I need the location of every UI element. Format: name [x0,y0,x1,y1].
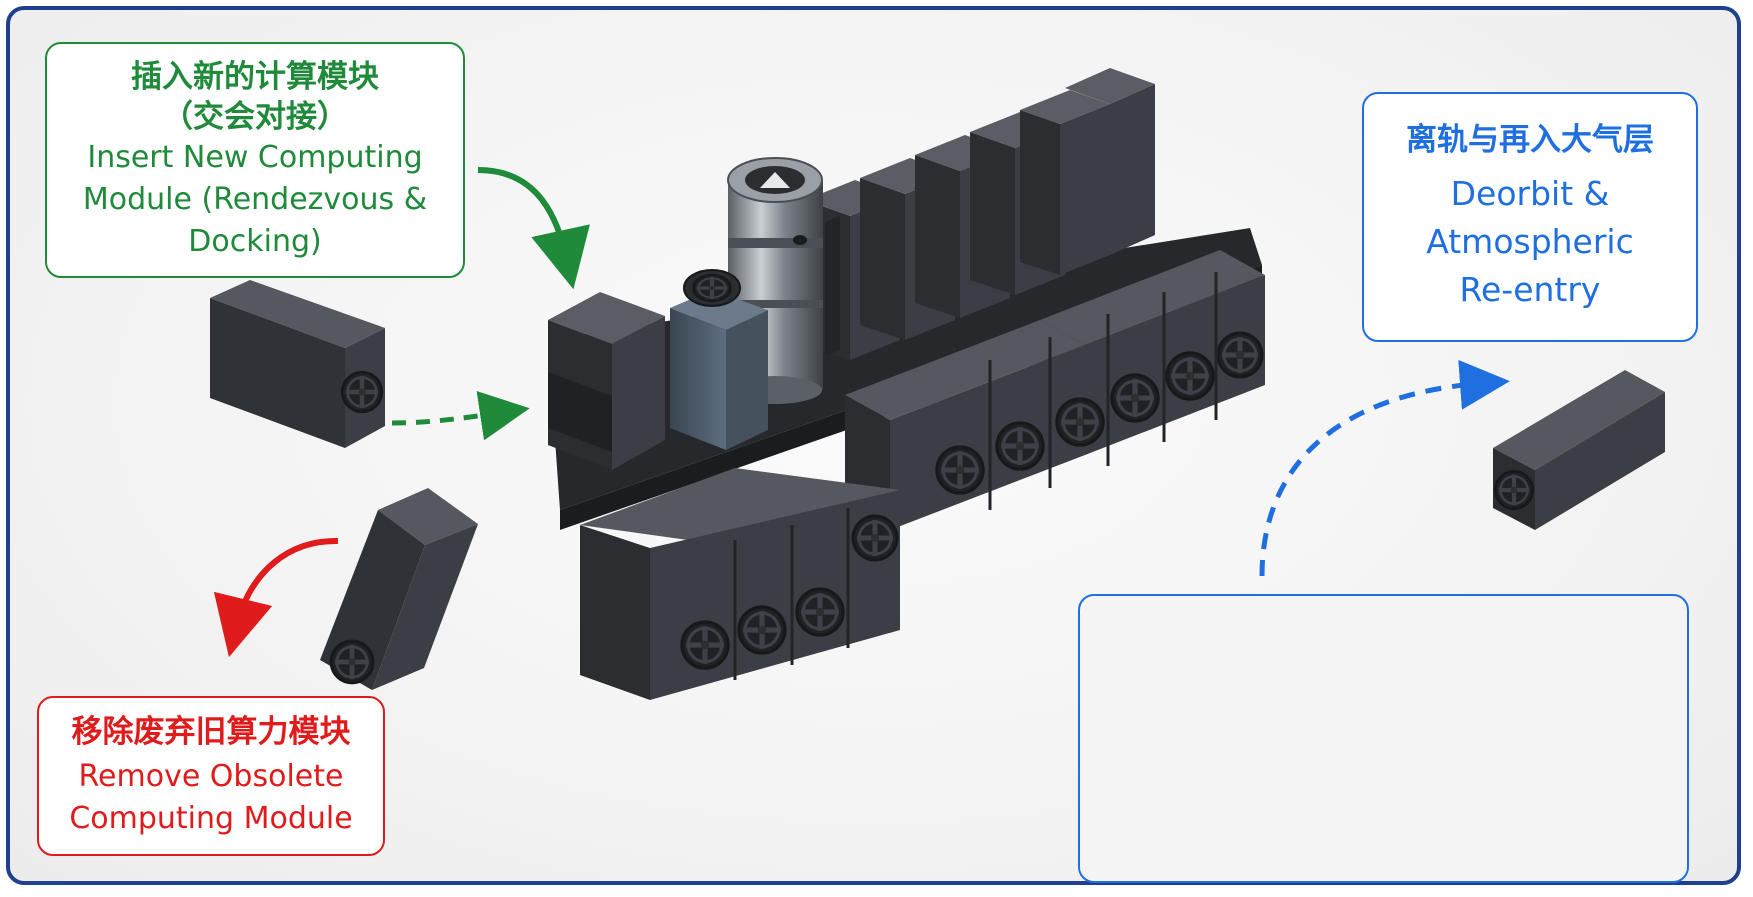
right-row-modules [845,250,1265,530]
deorbit-title-zh: 离轨与再入大气层 [1406,122,1654,158]
insert-title-en-3: Docking) [188,224,322,259]
insert-curve-arrow [477,167,590,290]
remove-title-en-2: Computing Module [69,801,353,836]
deorbit-title-en-1: Deorbit & [1450,174,1610,213]
remove-title-zh: 移除废弃旧算力模块 [71,714,351,750]
left-block [548,292,665,470]
new-module [210,280,385,448]
inset-panel [1078,594,1689,883]
insert-subtitle-zh: （交会对接） [162,99,348,135]
main-station [548,68,1265,700]
deorbit-label: 离轨与再入大气层 Deorbit & Atmospheric Re-entry [1362,92,1698,342]
insert-title-en-2: Module (Rendezvous & [82,182,428,217]
deorbiting-module [1493,370,1665,530]
remove-curve-arrow [213,537,339,658]
back-row-modules [805,68,1155,360]
insert-dashed-arrow [391,390,530,441]
remove-title-en-1: Remove Obsolete [78,759,344,794]
remove-module-label: 移除废弃旧算力模块 Remove Obsolete Computing Modu… [37,696,385,856]
deorbit-title-en-2: Atmospheric [1426,222,1634,261]
insert-title-en-1: Insert New Computing [87,140,423,175]
insert-title-zh: 插入新的计算模块 [131,59,379,95]
docking-port [670,269,768,450]
deorbit-dashed-arrow [1259,359,1510,577]
deorbit-title-en-3: Re-entry [1459,270,1601,309]
docking-port-icon [692,273,732,303]
obsolete-module [320,488,478,690]
front-row-modules [580,468,900,700]
insert-module-label: 插入新的计算模块 （交会对接） Insert New Computing Mod… [45,42,465,278]
